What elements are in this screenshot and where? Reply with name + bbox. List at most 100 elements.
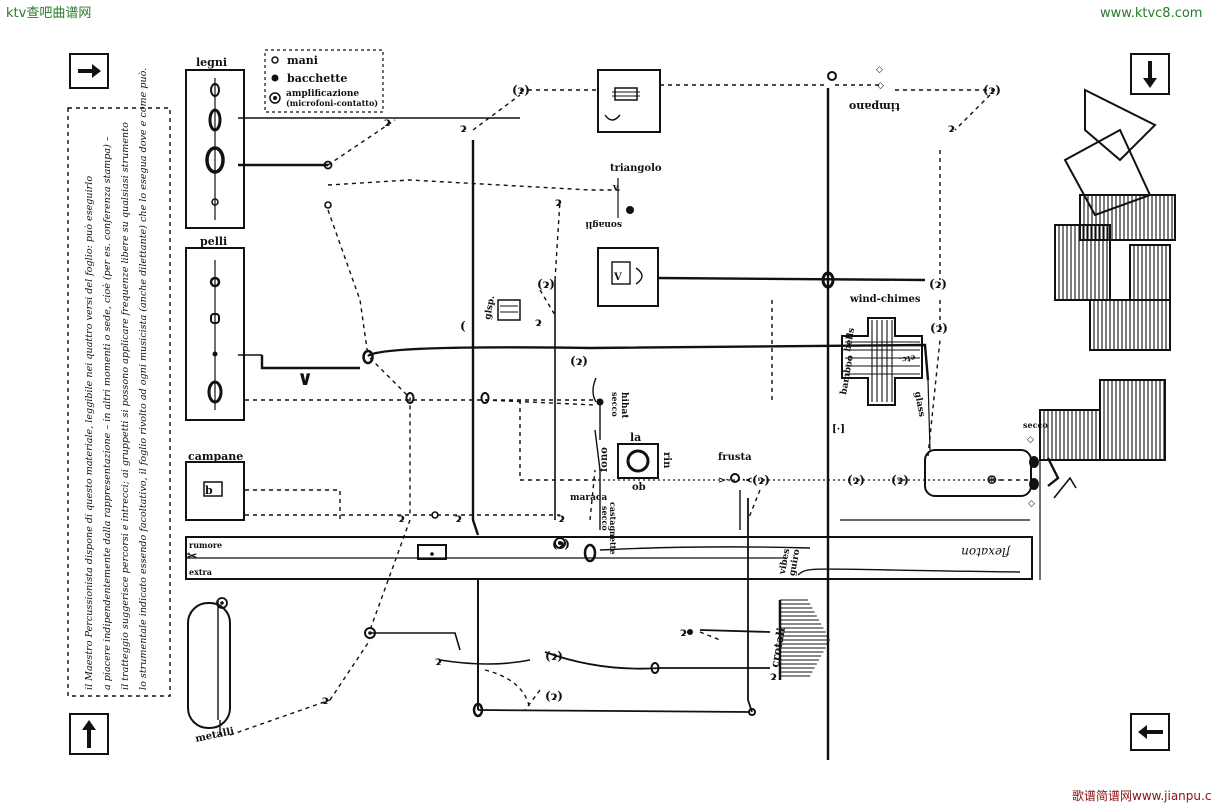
- svg-text:ɂ: ɂ: [384, 115, 391, 129]
- glsp-group: glsp.: [483, 295, 521, 321]
- svg-text:(ɂ): (ɂ): [545, 689, 563, 703]
- svg-text:(ɂ): (ɂ): [537, 277, 555, 291]
- wind-chimes-panel: wind-chimes bells bamboo glass etc.: [839, 294, 926, 418]
- triangolo-label: triangolo: [610, 163, 662, 174]
- instructions-box: [67, 107, 171, 697]
- watermark-bottom-right: www.jianpu.cn: [1132, 789, 1211, 803]
- vibes-label: vibes: [778, 548, 792, 576]
- triangolo-panel: triangolo v sonagli: [585, 163, 662, 229]
- castagnette-label: castagnette: [608, 502, 618, 554]
- svg-text:∨: ∨: [297, 366, 313, 390]
- svg-text:V: V: [613, 272, 622, 283]
- svg-text:ɂ: ɂ: [398, 511, 405, 525]
- tam-ob-label: ob: [632, 482, 646, 493]
- legend-mani: mani: [287, 54, 318, 67]
- timpano-panel: timpano ◇ ◇: [597, 65, 900, 133]
- instructions-text: il Maestro Percussionista dispone di que…: [84, 68, 149, 690]
- instruction-line-4: lo strumentale indicato essendo facoltat…: [138, 68, 149, 690]
- up-arrow-icon: [69, 713, 109, 755]
- svg-text:ɂ: ɂ: [948, 121, 955, 135]
- scissors-icon: ✂: [187, 549, 197, 563]
- svg-text:b: b: [205, 484, 213, 497]
- watermark-bottom-left: 歌谱简谱网: [1072, 788, 1132, 803]
- secco-panel: ⊛ secco ◇ ◇: [924, 420, 1077, 509]
- metalli-panel: metalli: [187, 597, 235, 745]
- svg-text:(ɂ): (ɂ): [570, 354, 588, 368]
- pelli-panel: pelli: [185, 235, 245, 421]
- svg-text:ɂ: ɂ: [322, 693, 329, 707]
- frusta-label: frusta: [718, 452, 752, 463]
- svg-text:(ɂ): (ɂ): [930, 321, 948, 335]
- sonagli-label: sonagli: [585, 219, 622, 229]
- amplification-icon: [269, 92, 281, 104]
- instruction-line-1: il Maestro Percussionista dispone di que…: [84, 176, 95, 690]
- hihat-label: hihat: [619, 392, 629, 419]
- campane-panel: campane b: [185, 450, 245, 521]
- svg-text:(ɂ): (ɂ): [512, 83, 530, 97]
- frusta-group: frusta >· ·<: [718, 452, 753, 486]
- secco-label: secco: [600, 506, 610, 531]
- svg-text:ɂ: ɂ: [455, 511, 462, 525]
- legend-bacchette: bacchette: [287, 72, 347, 85]
- watermark-left: ktv查吧曲谱网: [6, 6, 91, 21]
- svg-text:v: v: [612, 183, 619, 193]
- legend-microfoni: (microfoni-contatto): [286, 98, 378, 108]
- campane-label: campane: [188, 450, 243, 463]
- flexaton-label: flexaton: [961, 545, 1011, 559]
- legend-amplificazione: amplificazione: [286, 89, 359, 99]
- svg-text:◇: ◇: [1027, 435, 1034, 445]
- watermark-right: www.ktvc8.com: [1100, 6, 1202, 21]
- tam-la-label: la: [630, 431, 641, 444]
- pelli-label: pelli: [200, 235, 227, 248]
- maraca-label: maraca: [570, 493, 607, 503]
- svg-text:ɂ: ɂ: [770, 669, 777, 683]
- svg-text:ɂ: ɂ: [535, 315, 542, 329]
- glsp-small-panel: V: [597, 247, 659, 307]
- glsp-label: glsp.: [483, 295, 497, 321]
- svg-text:[·]: [·]: [832, 424, 845, 435]
- bells-label: bells: [843, 327, 857, 352]
- svg-text:>·: >·: [718, 476, 729, 486]
- mani-icon: [271, 56, 279, 64]
- svg-text:(ɂ): (ɂ): [983, 83, 1001, 97]
- instruction-line-3: il tratteggio suggerisce percorsi e intr…: [120, 122, 131, 690]
- crotali-panel: crotali: [768, 599, 830, 680]
- glass-label: glass: [912, 391, 926, 418]
- svg-text:(ɂ): (ɂ): [552, 537, 570, 551]
- tam-fono-label: fono: [599, 447, 610, 472]
- hihat-secco-label: secco: [610, 392, 620, 417]
- tam-panel: la ob fono rin: [599, 431, 672, 493]
- extra-label: extra: [189, 567, 212, 577]
- etc-label: etc.: [898, 353, 916, 366]
- tam-rin-label: rin: [661, 452, 672, 469]
- svg-text:(ɂ): (ɂ): [929, 277, 947, 291]
- svg-text:ɂ: ɂ: [680, 625, 687, 639]
- svg-text:◇: ◇: [877, 81, 884, 91]
- right-arrow-icon: [69, 53, 109, 89]
- svg-text:◇: ◇: [1028, 499, 1035, 509]
- svg-text:ɂ: ɂ: [555, 195, 562, 209]
- metalli-label: metalli: [194, 726, 235, 745]
- nodes: (ɂ) (ɂ) ɂ (ɂ) (ɂ) (ɂ) (ɂ) (ɂ) (ɂ) (ɂ) (ɂ…: [297, 83, 1001, 718]
- path-network: [219, 84, 1041, 760]
- svg-text:ɂ: ɂ: [460, 121, 467, 135]
- rumore-extra-strip: rumore extra ✂ flexaton vibes guiro: [185, 536, 1033, 580]
- svg-text:(ɂ): (ɂ): [891, 473, 909, 487]
- svg-text:⊛: ⊛: [986, 472, 998, 488]
- svg-text:◇: ◇: [876, 65, 883, 75]
- svg-text:(ɂ): (ɂ): [545, 649, 563, 663]
- legni-label: legni: [196, 56, 227, 69]
- rumore-label: rumore: [189, 540, 222, 550]
- instruction-line-2: a piacere indipendentemente dalla rappre…: [102, 136, 113, 690]
- timpano-label: timpano: [849, 100, 900, 113]
- left-arrow-icon: [1130, 713, 1170, 751]
- svg-text:(: (: [460, 319, 466, 333]
- svg-text:(ɂ): (ɂ): [752, 473, 770, 487]
- legend: mani bacchette amplificazione (microfoni…: [264, 49, 384, 113]
- down-arrow-icon: [1130, 53, 1170, 95]
- guiro-label: guiro: [788, 548, 803, 576]
- secco-right-label: secco: [1023, 420, 1048, 430]
- hihat-group: hihat secco maraca castagnette secco: [570, 377, 629, 554]
- svg-text:·<: ·<: [742, 476, 753, 486]
